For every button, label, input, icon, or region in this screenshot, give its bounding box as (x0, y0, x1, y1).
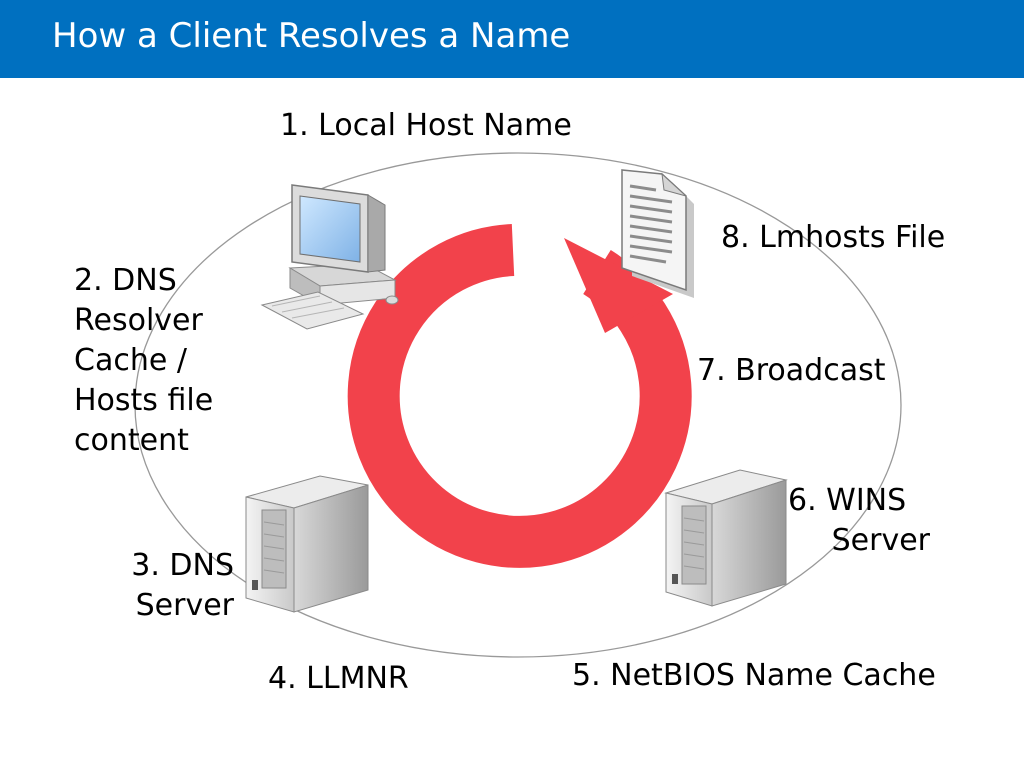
label-line: Hosts file (74, 383, 214, 418)
cycle-arrow (347, 224, 692, 568)
wins-server-icon (664, 469, 788, 607)
label-line: 2. DNS (74, 263, 177, 298)
label-line: Cache / (74, 343, 187, 378)
label-step3-dns-server: 3. DNS Server (112, 546, 234, 626)
page-title: How a Client Resolves a Name (52, 16, 571, 56)
label-line: Server (831, 523, 930, 558)
document-file-icon (621, 169, 694, 298)
label-line: 3. DNS (131, 548, 234, 583)
label-step5-netbios-name-cache: 5. NetBIOS Name Cache (572, 658, 936, 693)
label-step4-llmnr: 4. LLMNR (268, 661, 409, 696)
label-line: Server (135, 588, 234, 623)
label-line: content (74, 423, 189, 458)
desktop-computer-icon (260, 184, 399, 330)
title-bar: How a Client Resolves a Name (0, 0, 1024, 78)
label-step1-local-host-name: 1. Local Host Name (280, 108, 572, 143)
label-step6-wins-server: 6. WINS Server (788, 481, 930, 561)
label-line: Resolver (74, 303, 203, 338)
dns-server-icon (245, 475, 369, 613)
label-step7-broadcast: 7. Broadcast (697, 353, 886, 388)
label-line: 6. WINS (788, 483, 907, 518)
label-step8-lmhosts-file: 8. Lmhosts File (721, 220, 946, 255)
label-step2-dns-resolver-cache: 2. DNS Resolver Cache / Hosts file conte… (74, 261, 213, 461)
cycle-ellipse (134, 152, 902, 658)
